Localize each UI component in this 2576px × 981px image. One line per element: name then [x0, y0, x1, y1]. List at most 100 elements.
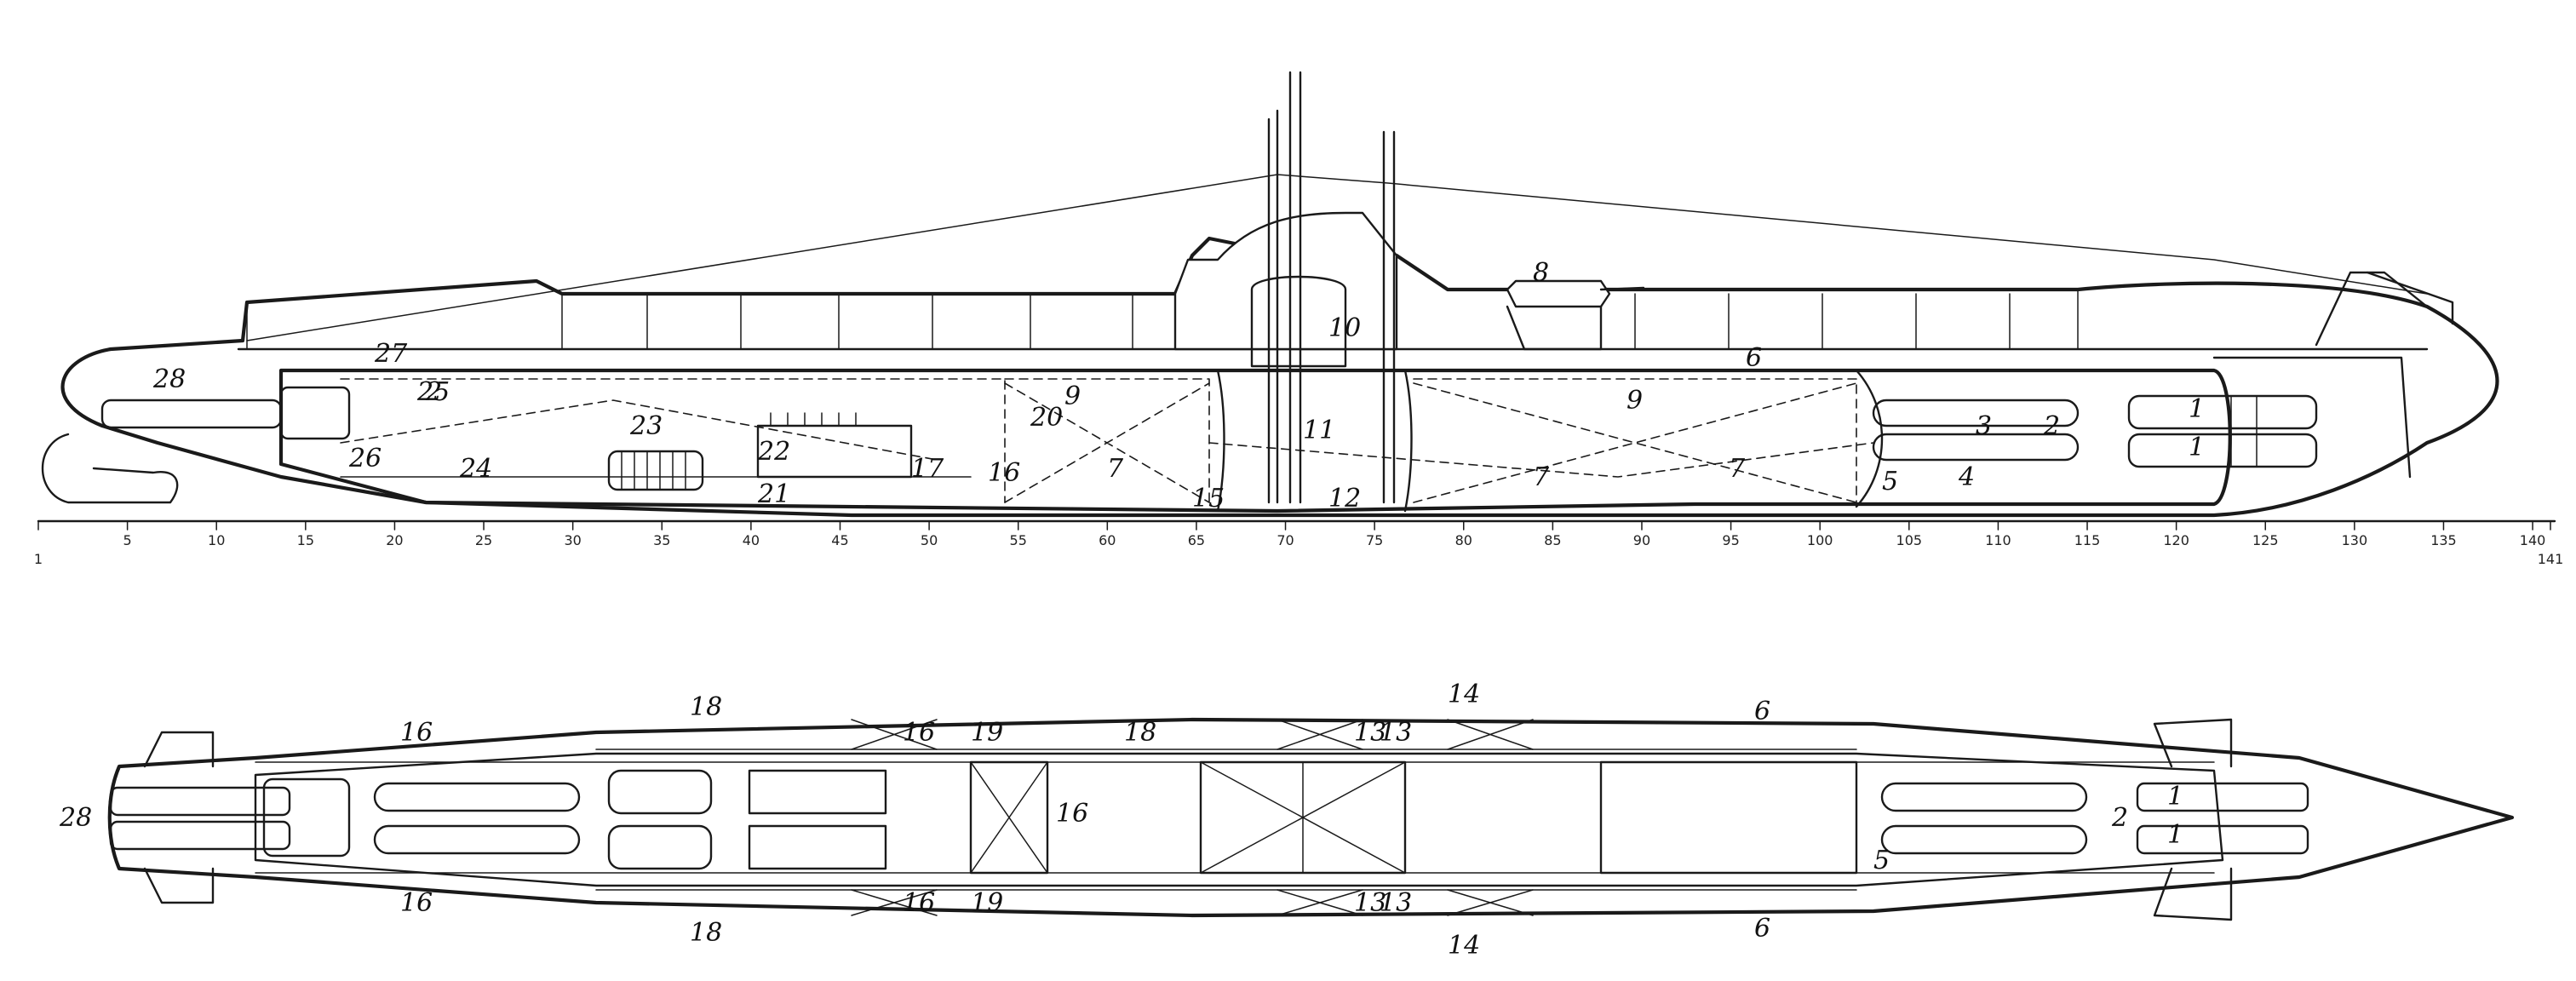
bulkheads: [1216, 369, 1884, 513]
scale-tick-label: 90: [1633, 532, 1650, 548]
side-callout-number: 1: [2189, 394, 2205, 424]
side-callout-number: 2: [425, 377, 442, 407]
plan-callout-number: 1: [2167, 782, 2183, 812]
scale-tick-label: 115: [2074, 532, 2101, 548]
plan-callout-number: 16: [1056, 799, 1088, 829]
scale-tick-label: 25: [475, 532, 492, 548]
side-callout-number: 20: [1030, 403, 1063, 433]
side-callout-number: 10: [1328, 313, 1361, 343]
plan-callout-number: 13: [1380, 888, 1412, 918]
side-callout-number: 25: [416, 377, 450, 407]
scale-tick-label: 70: [1277, 532, 1294, 548]
side-callout-number: 8: [1533, 258, 1549, 288]
plan-callout-number: 16: [903, 888, 935, 918]
forward-reload-torpedoes: [1872, 399, 2080, 462]
plan-callout-number: 6: [1754, 914, 1770, 944]
side-callout-number: 11: [1303, 416, 1335, 445]
side-callout-number: 7: [1729, 454, 1746, 484]
plan-callout-number: 19: [971, 888, 1003, 918]
tank-crossings: [851, 719, 1534, 916]
internal-structure: [340, 378, 1874, 503]
scale-tick-label: 120: [2163, 532, 2189, 548]
side-callout-number: 9: [1064, 382, 1081, 411]
radio-aerial: [246, 174, 2428, 341]
scale-tick-label: 141: [2538, 551, 2564, 567]
deck-gun: [1506, 279, 1645, 351]
scale-tick-label: 1: [34, 551, 43, 567]
scale-tick-label: 30: [564, 532, 581, 548]
side-callout-number: 28: [152, 364, 186, 394]
scale-tick-label: 15: [297, 532, 314, 548]
stern-torpedo-tube: [100, 386, 351, 440]
scale-tick-label: 45: [831, 532, 848, 548]
plan-callout-number: 14: [1448, 931, 1480, 961]
side-callout-number: 24: [459, 454, 492, 484]
scale-tick-label: 50: [921, 532, 938, 548]
side-callout-number: 2: [2043, 411, 2060, 441]
plan-callout-number: 13: [1354, 888, 1386, 918]
net-cutter: [2366, 271, 2454, 325]
scale-tick-label: 60: [1099, 532, 1116, 548]
stern-hydroplanes: [143, 731, 215, 904]
scale-tick-label: 95: [1722, 532, 1739, 548]
scale-tick-label: 75: [1366, 532, 1383, 548]
scale-tick-label: 65: [1188, 532, 1205, 548]
plan-callout-number: 16: [400, 888, 433, 918]
plan-callout-number: 6: [1754, 697, 1770, 726]
plan-callout-number: 13: [1354, 718, 1386, 748]
scale-tick-label: 110: [1985, 532, 2011, 548]
control-room-plan: [1199, 760, 1858, 875]
scale-tick-label: 125: [2252, 532, 2279, 548]
plan-callout-number: 2: [2111, 803, 2128, 833]
plan-view: [107, 717, 2515, 921]
side-callout-number: 27: [374, 339, 408, 369]
electric-motors: [607, 450, 704, 491]
plan-callout-number: 16: [903, 718, 935, 748]
side-callout-number: 6: [1746, 343, 1762, 373]
scale-tick-label: 40: [743, 532, 760, 548]
saddle-tanks: [255, 749, 2215, 891]
side-callout-number: 7: [1107, 454, 1124, 484]
side-callout-number: 26: [348, 444, 382, 473]
bow-torpedoes-plan: [1880, 782, 2309, 855]
plan-callout-number: 18: [1124, 718, 1156, 748]
scale-tick-label: 35: [653, 532, 670, 548]
scale-tick-label: 85: [1544, 532, 1561, 548]
scale-tick-label: 55: [1010, 532, 1027, 548]
plan-callout-number: 18: [690, 692, 722, 722]
scale-tick-label: 100: [1807, 532, 1833, 548]
side-callout-number: 7: [1533, 462, 1550, 492]
bow-hydroplanes: [2153, 718, 2233, 921]
side-callout-number: 4: [1958, 462, 1975, 492]
stern-rudder: [41, 433, 179, 504]
masts: [1267, 71, 1396, 504]
periscope-housing: [1250, 275, 1347, 368]
outer-hull-side: [60, 236, 2499, 518]
pressure-hull-side: [278, 368, 2232, 513]
plan-callout-number: 19: [971, 718, 1003, 748]
plan-callout-number: 18: [690, 918, 722, 948]
side-callout-number: 9: [1626, 386, 1643, 416]
scale-tick-label: 5: [123, 532, 132, 548]
side-callout-number: 12: [1328, 484, 1361, 513]
pressure-hull-plan: [254, 752, 2224, 887]
casing-panels: [246, 289, 2079, 350]
scale-tick-label: 130: [2342, 532, 2368, 548]
scale-tick-label: 140: [2520, 532, 2546, 548]
plan-callout-number: 5: [1873, 846, 1890, 875]
scale-tick-label: 80: [1455, 532, 1472, 548]
side-elevation: [41, 71, 2499, 518]
scale-tick-label: 105: [1896, 532, 1923, 548]
scale-tick-label: 135: [2430, 532, 2457, 548]
side-callout-number: 15: [1192, 484, 1225, 513]
scale-tick-label: 20: [386, 532, 403, 548]
plan-callout-number: 14: [1448, 680, 1480, 709]
plan-callout-number: 13: [1380, 718, 1412, 748]
scale-tick-label: 10: [208, 532, 225, 548]
side-callout-number: 22: [757, 437, 790, 467]
